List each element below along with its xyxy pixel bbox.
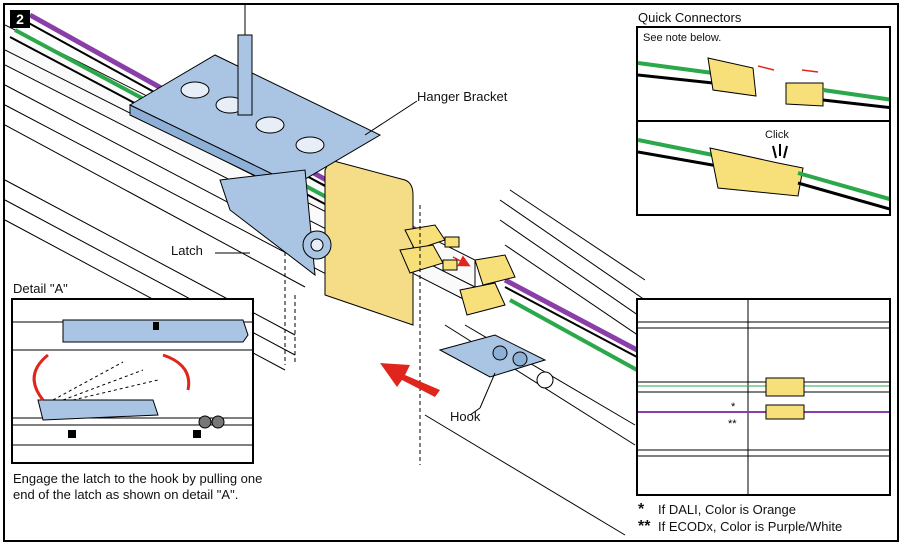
latch-label: Latch <box>171 243 203 258</box>
note-text: If DALI, Color is Orange <box>658 502 796 517</box>
leader-lines <box>215 100 496 416</box>
hanger-bracket-label: Hanger Bracket <box>417 89 508 104</box>
assembly-illustration <box>5 5 646 536</box>
wiring-note-dali: * If DALI, Color is Orange <box>638 501 796 519</box>
svg-text:**: ** <box>728 418 737 430</box>
quick-connectors-title: Quick Connectors <box>638 10 742 25</box>
detail-a-title: Detail "A" <box>13 281 68 296</box>
detail-a-panel <box>11 298 254 464</box>
connector-illustration <box>638 57 889 211</box>
step-number: 2 <box>10 10 30 28</box>
right-connectors <box>459 254 516 316</box>
panel-divider <box>638 120 889 122</box>
insert-direction-arrow <box>380 363 440 397</box>
small-direction-arrow <box>452 255 471 267</box>
hanger-bracket <box>128 5 382 277</box>
click-label: Click <box>765 129 789 141</box>
end-plate <box>324 159 414 326</box>
left-connectors <box>399 224 460 274</box>
svg-text:*: * <box>731 401 736 413</box>
instruction-panel: 2 Hanger Bracket Latch Hook Quick Connec… <box>3 3 899 542</box>
quick-connectors-panel: See note below. Click <box>636 26 891 216</box>
note-marker: ** <box>638 518 651 535</box>
note-text: If ECODx, Color is Purple/White <box>658 519 843 534</box>
right-wiring <box>503 277 639 372</box>
wiring-note-ecodx: ** If ECODx, Color is Purple/White <box>638 518 842 536</box>
detail-a-caption: Engage the latch to the hook by pulling … <box>13 471 263 502</box>
quick-connectors-note: See note below. <box>643 32 722 44</box>
note-marker: * <box>638 501 645 518</box>
latch-detail-illustration <box>13 319 252 446</box>
hook <box>438 334 554 389</box>
wiring-detail-panel: * ** <box>636 298 891 496</box>
hook-label: Hook <box>450 409 481 424</box>
wiring-detail-illustration: * ** <box>638 300 889 494</box>
